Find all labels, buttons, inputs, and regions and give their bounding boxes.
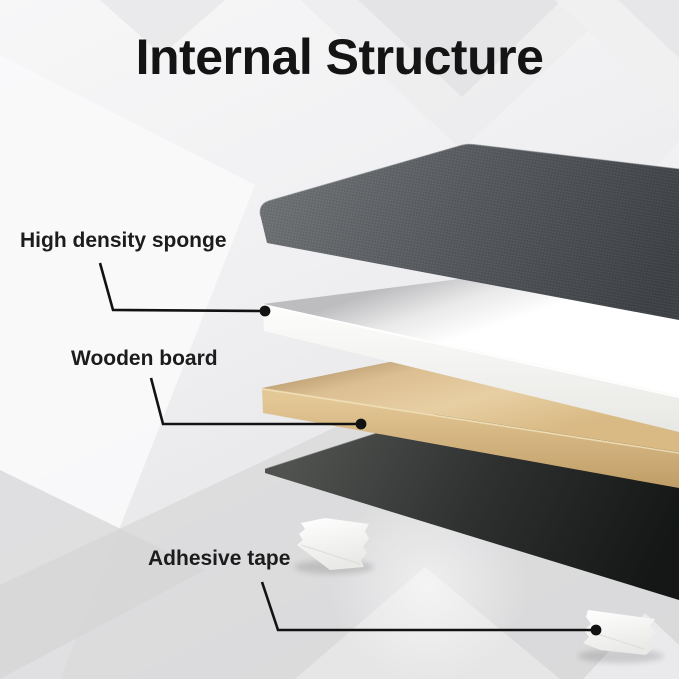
leader-line-adhesive-tape: [260, 581, 592, 632]
adhesive-tape-piece-top: [294, 518, 374, 574]
fabric-surface-graphic: [259, 143, 679, 320]
leader-dot-wooden-board: [355, 418, 367, 430]
label-wooden-board: Wooden board: [71, 347, 218, 370]
label-high-density-sponge: High density sponge: [20, 229, 227, 252]
leader-lines: [98, 262, 592, 632]
leader-line-wooden-board: [149, 377, 357, 426]
leader-dots: [259, 305, 602, 636]
leader-dot-adhesive-tape: [590, 624, 602, 636]
page-title: Internal Structure: [135, 29, 544, 85]
leader-line-sponge: [98, 262, 262, 313]
leader-dot-sponge: [259, 305, 271, 317]
label-adhesive-tape: Adhesive tape: [148, 547, 291, 570]
